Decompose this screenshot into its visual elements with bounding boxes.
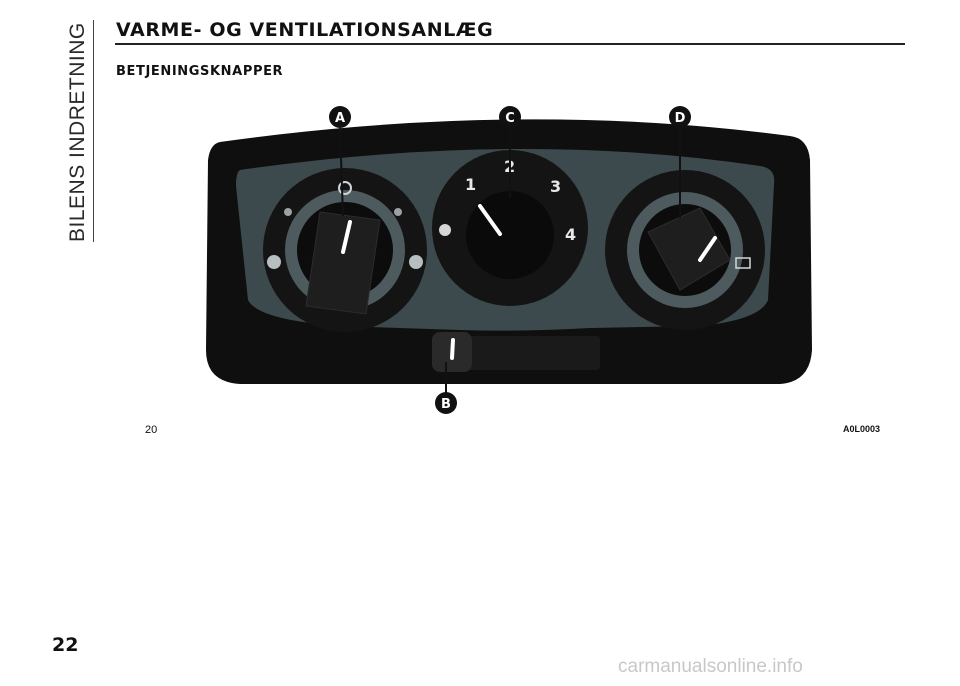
page-number: 22 xyxy=(52,634,79,656)
section-tab xyxy=(62,20,88,244)
callout-b: B xyxy=(435,392,457,414)
callout-d-label: D xyxy=(675,111,686,126)
figure-number: 20 xyxy=(145,424,158,436)
title-rule xyxy=(115,43,905,45)
fan-speed-mark-4: 4 xyxy=(565,225,576,244)
callout-c-label: C xyxy=(505,111,515,126)
callout-b-label: B xyxy=(441,397,451,412)
callout-c: C xyxy=(499,106,521,128)
fan-speed-mark-3: 3 xyxy=(550,177,561,196)
callout-a-label: A xyxy=(335,111,345,126)
page-title: VARME- OG VENTILATIONSANLÆG xyxy=(116,19,494,41)
recirculation-slider-b xyxy=(432,332,600,372)
section-divider xyxy=(93,20,94,242)
fan-speed-knob-c: 1 2 3 4 xyxy=(432,150,588,306)
callout-a: A xyxy=(329,106,351,128)
fan-speed-mark-1: 1 xyxy=(465,175,476,194)
air-distribution-knob-d xyxy=(605,170,765,330)
callout-a-line xyxy=(339,127,344,217)
watermark: carmanualsonline.info xyxy=(618,656,803,677)
section-subtitle: BETJENINGSKNAPPER xyxy=(116,64,284,79)
climate-control-illustration: 1 2 3 4 A C D B xyxy=(206,106,812,414)
section-tab-label: BILENS INDRETNING xyxy=(66,22,89,242)
figure-code: A0L0003 xyxy=(843,424,881,434)
temperature-knob-a xyxy=(263,168,427,332)
callout-d: D xyxy=(669,106,691,128)
